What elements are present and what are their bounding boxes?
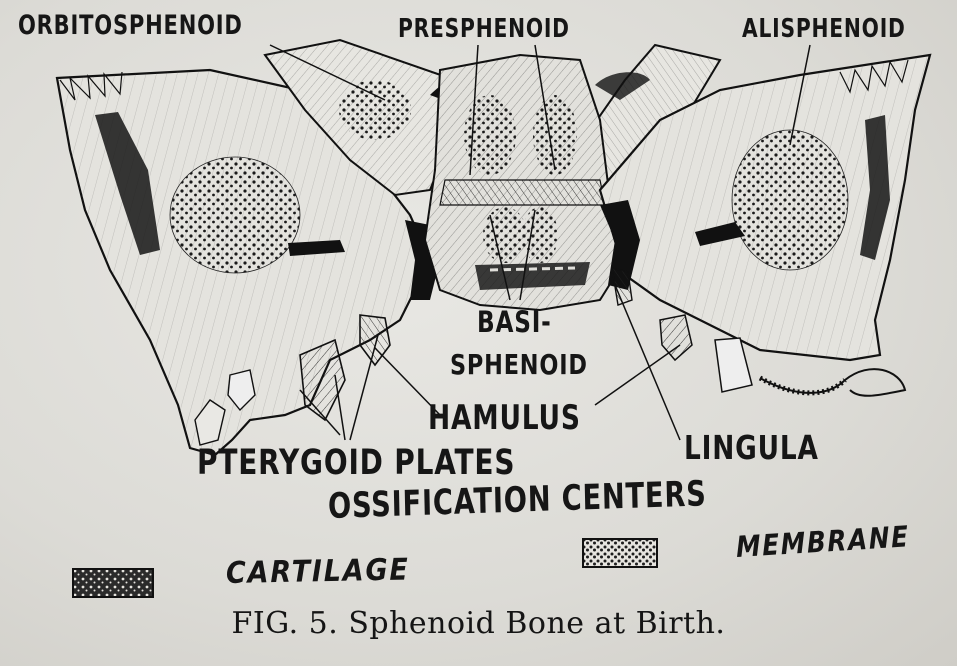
label-alisphenoid: ALISPHENOID (742, 14, 906, 44)
figure-caption: FIG. 5. Sphenoid Bone at Birth. (0, 606, 957, 641)
label-basisphenoid-line2: SPHENOID (450, 348, 588, 381)
label-orbitosphenoid: ORBITOSPHENOID (18, 10, 243, 41)
legend-cartilage: CARTILAGE (226, 552, 410, 591)
label-basisphenoid-line1: BASI- (477, 305, 552, 339)
label-hamulus: HAMULUS (428, 398, 581, 438)
cartilage-swatch (72, 568, 154, 598)
label-pterygoid-plates: PTERYGOID PLATES (197, 443, 515, 483)
membrane-swatch (582, 538, 658, 568)
label-lingula: LINGULA (684, 428, 819, 467)
label-presphenoid: PRESPHENOID (398, 14, 570, 44)
